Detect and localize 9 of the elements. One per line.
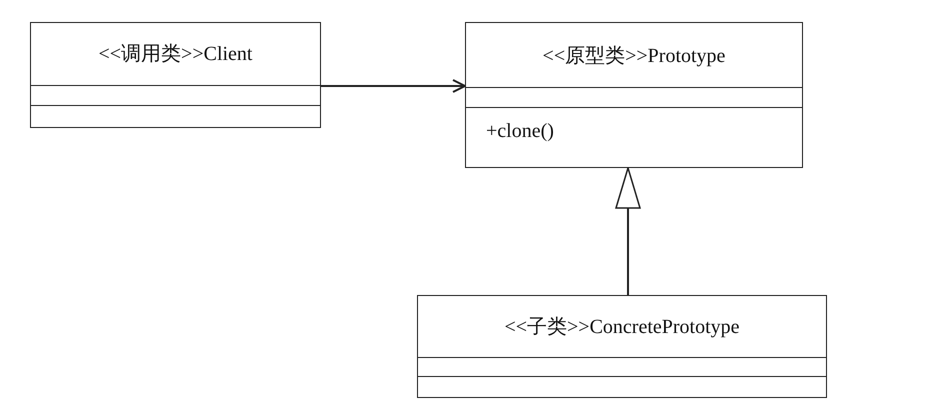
class-name: <<调用类>>Client: [98, 42, 252, 68]
class-box: [465, 22, 803, 168]
class-box: [417, 295, 827, 398]
association-arrow: [321, 79, 466, 93]
inheritance-arrow: [615, 167, 641, 295]
class-name: <<原型类>>Prototype: [542, 44, 726, 68]
class-box: [30, 22, 321, 128]
method-name: +clone(): [486, 120, 554, 142]
class-name: <<子类>>ConcretePrototype: [504, 314, 740, 340]
